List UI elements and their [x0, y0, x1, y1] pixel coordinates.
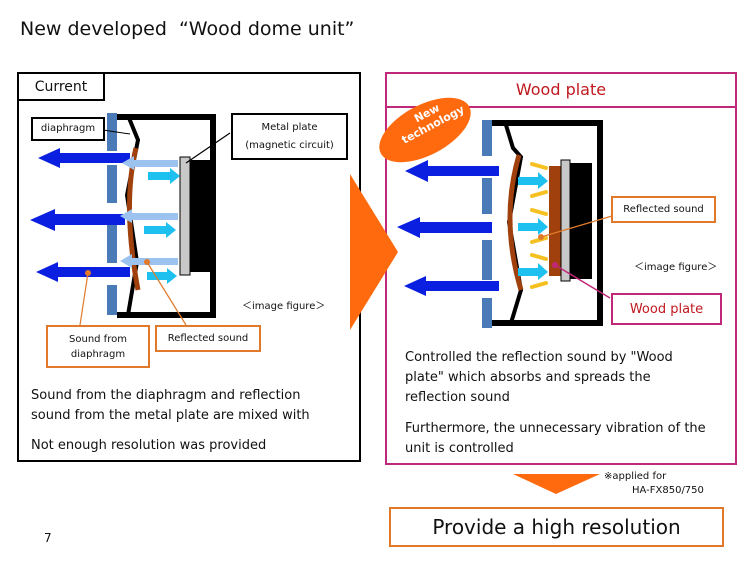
wood-furthermore: Furthermore, the unnecessary vibration o… [405, 419, 740, 459]
forward-arrow-cyan [518, 263, 548, 280]
slide-title: New developed “Wood dome unit” [20, 18, 355, 40]
wood-plate-callout-line [554, 264, 611, 299]
wood-housing [490, 120, 603, 326]
magnet [570, 163, 592, 279]
forward-arrow-cyan [144, 222, 176, 238]
wood-dome-outline [504, 124, 524, 324]
reflected-arrow-light-blue [120, 209, 178, 223]
callout-dot [552, 262, 558, 268]
reflected-sound-label-left: Reflected sound [155, 325, 261, 352]
front-grille-bar [107, 285, 117, 315]
magnet [190, 160, 212, 272]
image-figure-caption-right: ＜image figure＞ [634, 262, 718, 273]
result-box: Provide a high resolution [389, 507, 724, 547]
sound-from-diaphragm-callout-line [79, 272, 89, 326]
diaphragm-callout-line [102, 129, 131, 135]
wood-plate-tab-label: Wood plate [385, 72, 737, 108]
transition-arrow [350, 174, 398, 330]
sound-arrow-dark-blue [397, 217, 492, 238]
forward-arrow-cyan [518, 172, 548, 189]
wood-description-line: plate" which absorbs and spreads the [405, 370, 651, 385]
current-description-line: sound from the metal plate are mixed wit… [31, 408, 310, 423]
front-grille-bar [482, 178, 492, 214]
wood-plate [549, 166, 561, 276]
down-arrow [513, 474, 600, 494]
sound-arrow-dark-blue [405, 160, 499, 182]
metal-plate-callout-line [185, 132, 231, 164]
sound-arrow-dark-blue [30, 209, 125, 231]
new-technology-badge [379, 97, 471, 163]
sound-from-diaphragm-label: Sound from diaphragm [46, 325, 150, 368]
current-description-line: Sound from the diaphragm and reflection [31, 388, 301, 403]
current-tab-label: Current [17, 72, 105, 101]
page-number: 7 [44, 531, 52, 545]
metal-plate [179, 156, 191, 276]
applied-note-line2: HA-FX850/750 [632, 485, 704, 496]
wood-plate-label: Wood plate [611, 293, 722, 325]
wood-description-line: Controlled the reflection sound by "Wood [405, 350, 673, 365]
metal-plate-label-line1: Metal plate [261, 121, 318, 133]
sound-arrow-dark-blue [38, 148, 130, 168]
forward-arrow-cyan [518, 218, 548, 235]
wood-description-line: reflection sound [405, 390, 510, 405]
current-housing [117, 114, 216, 318]
wood-description: Controlled the reflection sound by "Wood… [405, 348, 735, 408]
wood-furthermore-line: unit is controlled [405, 441, 514, 456]
forward-arrow-cyan [147, 268, 177, 284]
front-grille-bar [482, 120, 492, 156]
sound-arrow-dark-blue [36, 262, 130, 282]
metal-plate [560, 159, 571, 282]
front-grille-bar [482, 240, 492, 280]
callout-dot [85, 270, 91, 276]
sound-from-label-line1: Sound from [69, 333, 127, 345]
front-grille-bar [482, 298, 492, 328]
forward-arrow-cyan [148, 168, 180, 184]
front-grille-bar [107, 165, 117, 203]
image-figure-caption-left: ＜image figure＞ [242, 301, 326, 312]
front-grille-bar [107, 225, 117, 263]
callout-dot [144, 259, 150, 265]
reflected-sound-label-right: Reflected sound [611, 196, 716, 223]
callout-dot [538, 234, 544, 240]
reflected-arrow-light-blue [122, 156, 178, 170]
front-grille-bar [107, 113, 117, 151]
current-conclusion: Not enough resolution was provided [31, 438, 267, 453]
reflected-sound-callout-line [540, 215, 613, 238]
reflected-sound-callout-line [146, 261, 187, 326]
applied-note-line1: ※applied for [604, 471, 667, 482]
wood-furthermore-line: Furthermore, the unnecessary vibration o… [405, 421, 706, 436]
sound-from-label-line2: diaphragm [70, 348, 126, 360]
current-description: Sound from the diaphragm and reflection … [31, 386, 356, 426]
current-unit-figure [30, 113, 231, 326]
scattered-arrows-yellow [530, 162, 548, 289]
diaphragm-label: diaphragm [31, 117, 105, 141]
metal-plate-label: Metal plate (magnetic circuit) [231, 113, 348, 160]
wood-brown-diaphragm [507, 154, 524, 291]
sound-arrow-dark-blue [404, 276, 499, 296]
metal-plate-label-line2: (magnetic circuit) [245, 139, 334, 151]
wood-unit-figure [397, 120, 613, 328]
